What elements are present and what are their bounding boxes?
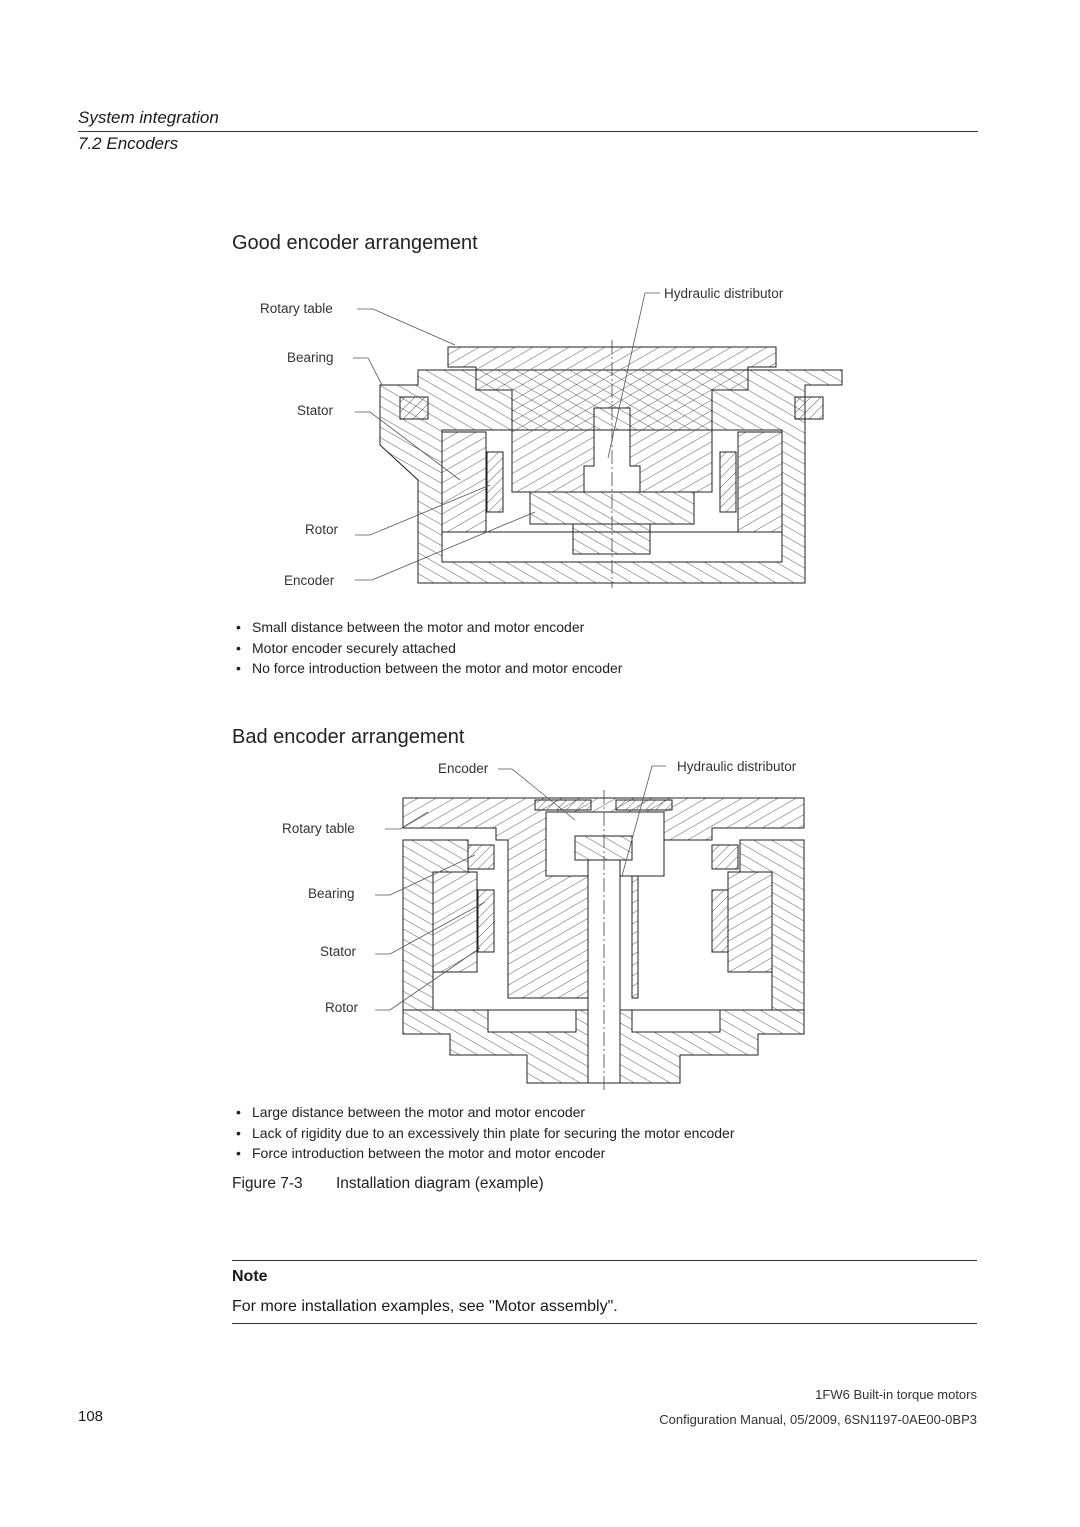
good-label-encoder: Encoder <box>284 573 335 588</box>
header-rule <box>78 131 978 132</box>
bad-rotor-left <box>477 889 495 953</box>
good-rotor-left <box>486 451 504 513</box>
note-top-rule <box>232 1260 977 1261</box>
good-bullets: Small distance between the motor and mot… <box>232 617 622 679</box>
bad-arrangement-drawing <box>375 765 805 1090</box>
bad-rotor-right <box>711 889 729 953</box>
bad-bullet-2: Lack of rigidity due to an excessively t… <box>232 1123 734 1144</box>
note-bottom-rule <box>232 1323 977 1324</box>
note-title: Note <box>232 1268 268 1285</box>
good-label-stator: Stator <box>297 403 334 418</box>
bad-encoder-plate-right <box>615 799 673 811</box>
bad-bearing-right <box>711 844 739 870</box>
footer-product: 1FW6 Built-in torque motors <box>815 1387 977 1402</box>
section-title: System integration <box>78 108 219 127</box>
good-rotor-right <box>719 451 737 513</box>
good-bullet-2: Motor encoder securely attached <box>232 638 622 659</box>
bad-stator-right <box>727 871 773 973</box>
bad-label-rotary-table: Rotary table <box>282 821 355 836</box>
bad-encoder-plate <box>534 799 592 811</box>
bad-inner-ring-left <box>487 1009 577 1033</box>
good-stator-left <box>441 431 487 533</box>
good-bullet-3: No force introduction between the motor … <box>232 658 622 679</box>
note-text: For more installation examples, see "Mot… <box>232 1298 618 1315</box>
bad-bullets: Large distance between the motor and mot… <box>232 1102 734 1164</box>
footer-manual: Configuration Manual, 05/2009, 6SN1197-0… <box>659 1412 977 1427</box>
bad-inner-ring-right <box>631 1009 721 1033</box>
bad-bullet-1: Large distance between the motor and mot… <box>232 1102 734 1123</box>
good-bearing-right <box>794 396 824 420</box>
figure-number: Figure 7-3 <box>232 1175 303 1192</box>
good-rotary-table <box>447 346 777 493</box>
bad-label-hydraulic: Hydraulic distributor <box>677 759 797 774</box>
bad-bearing-left <box>467 844 495 870</box>
bad-arrangement-heading: Bad encoder arrangement <box>232 726 465 748</box>
good-arrangement-drawing <box>353 292 843 588</box>
good-bullet-1: Small distance between the motor and mot… <box>232 617 622 638</box>
bad-label-bearing: Bearing <box>308 886 355 901</box>
bad-label-encoder: Encoder <box>438 761 489 776</box>
bad-encoder-cap <box>574 835 633 861</box>
good-label-bearing: Bearing <box>287 350 334 365</box>
bad-stator-left <box>432 871 478 973</box>
figure-caption: Figure 7-3 Installation diagram (example) <box>232 1175 544 1193</box>
bad-label-stator: Stator <box>320 944 357 959</box>
good-label-hydraulic: Hydraulic distributor <box>664 286 784 301</box>
subsection-title: 7.2 Encoders <box>78 134 179 153</box>
good-label-rotor: Rotor <box>305 522 339 537</box>
page-number: 108 <box>78 1408 104 1425</box>
bad-bullet-3: Force introduction between the motor and… <box>232 1143 734 1164</box>
good-hub <box>572 523 651 555</box>
good-arrangement-heading: Good encoder arrangement <box>232 232 478 254</box>
bad-label-rotor: Rotor <box>325 1000 359 1015</box>
good-label-rotary-table: Rotary table <box>260 301 333 316</box>
good-bearing-left <box>399 396 429 420</box>
figure-title: Installation diagram (example) <box>336 1175 544 1192</box>
good-stator-right <box>737 431 783 533</box>
